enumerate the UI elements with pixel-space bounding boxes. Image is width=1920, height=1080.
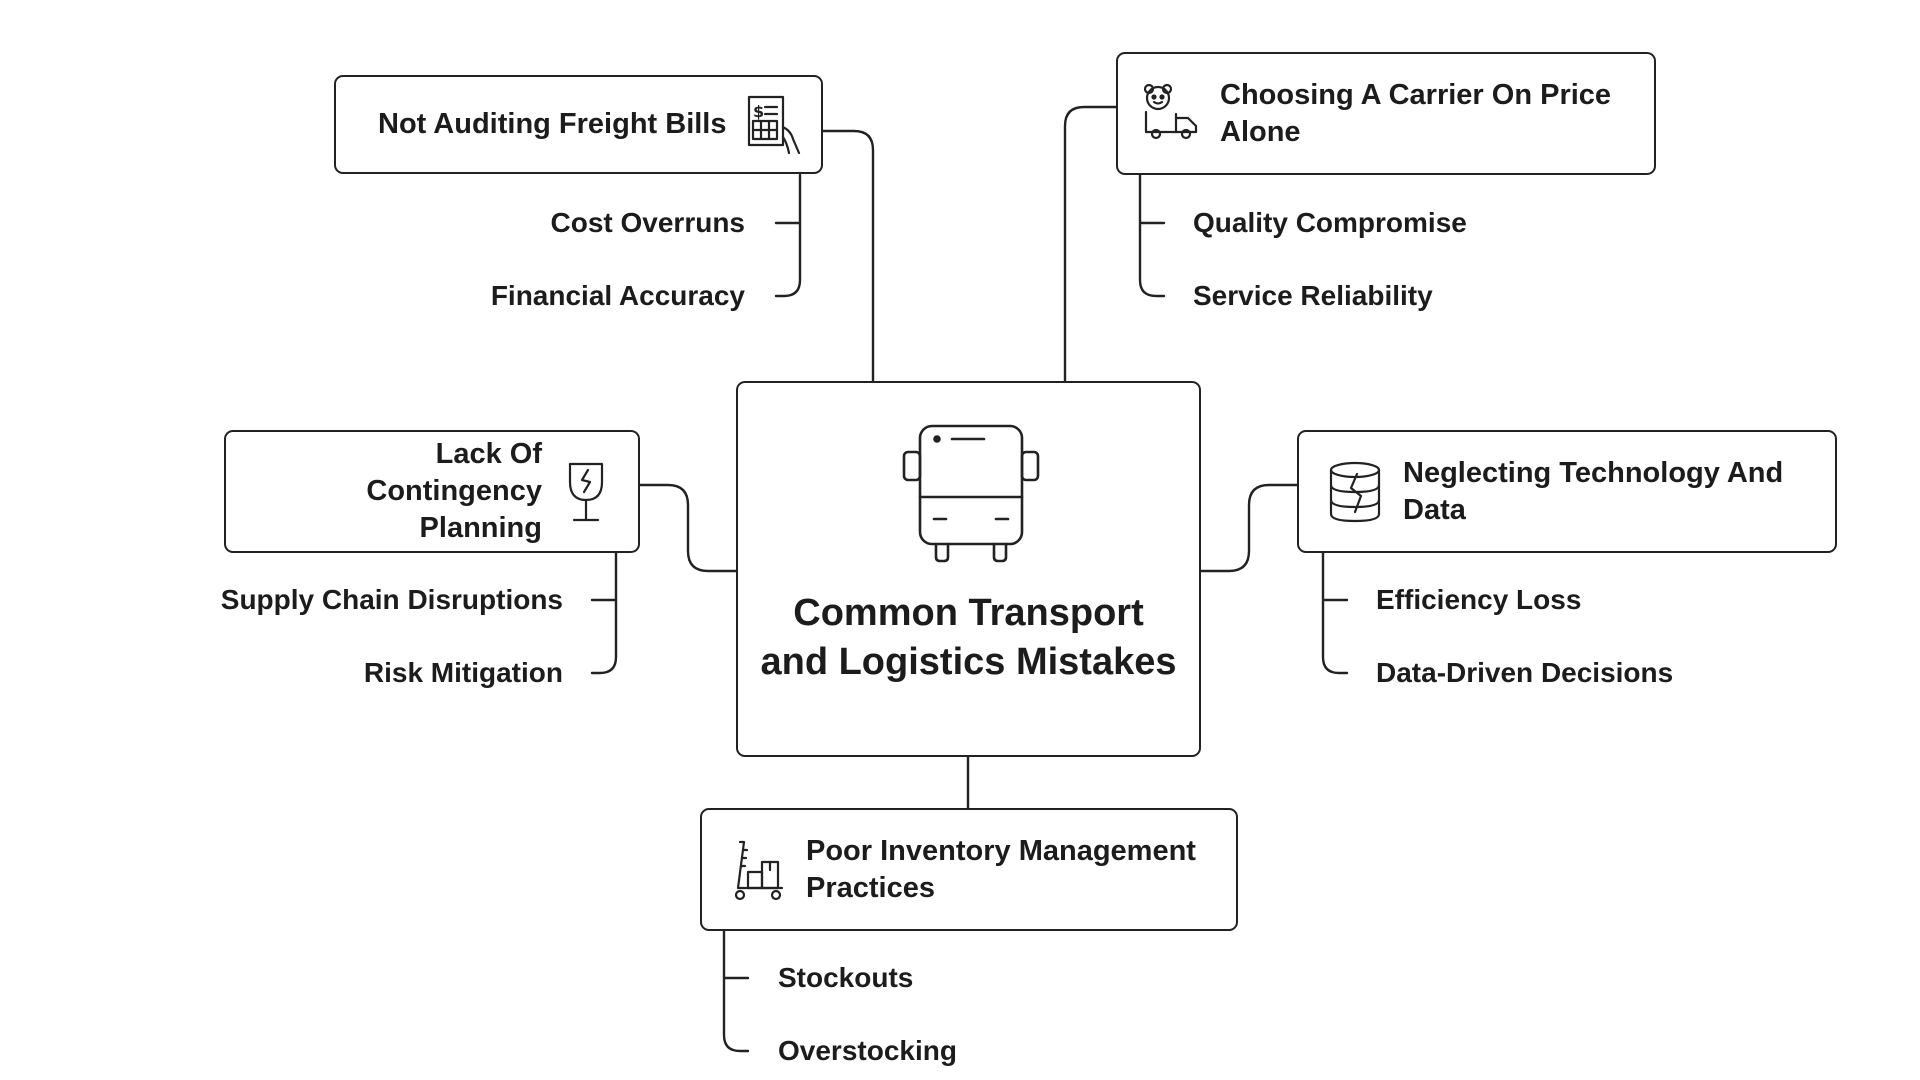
branch-freight: Not Auditing Freight Bills $ [334,75,823,174]
connector-carrier [1063,105,1118,383]
branch-technology: Neglecting Technology And Data [1297,430,1837,553]
inventory-child-stockouts: Stockouts [778,962,914,993]
technology-child-data-driven-decisions: Data-Driven Decisions [1376,657,1674,688]
freight-child-cost-overruns: Cost Overruns [550,207,746,238]
technology-child-efficiency-loss: Efficiency Loss [1376,584,1582,615]
branch-inventory: Poor Inventory Management Practices [700,808,1238,931]
freight-child-financial-accuracy: Financial Accuracy [490,280,745,311]
fragile-glass-icon [564,458,608,526]
connector-freight-children [774,173,802,298]
contingency-child-supply-chain-disruptions: Supply Chain Disruptions [220,584,563,615]
invoice-icon: $ [743,93,803,157]
branch-technology-title: Neglecting Technology And Data [1403,456,1784,526]
connector-freight [821,129,875,383]
center-node: Common Transport and Logistics Mistakes [736,381,1201,757]
branch-carrier: Choosing A Carrier On Price Alone [1116,52,1656,175]
connector-carrier-children [1138,173,1166,298]
hand-truck-icon [730,838,786,902]
branch-contingency: Lack Of Contingency Planning [224,430,640,553]
svg-text:$: $ [753,102,764,121]
carrier-child-quality-compromise: Quality Compromise [1193,207,1467,238]
connector-technology-children [1321,551,1349,675]
branch-contingency-title: Lack Of Contingency Planning [366,438,542,544]
bus-icon [898,421,1043,571]
connector-inventory-children [722,928,750,1053]
connector-technology [1199,483,1299,573]
database-icon [1327,460,1383,524]
inventory-child-overstocking: Overstocking [778,1035,957,1066]
contingency-child-risk-mitigation: Risk Mitigation [363,657,563,688]
branch-carrier-title: Choosing A Carrier On Price Alone [1220,78,1612,148]
branch-inventory-title: Poor Inventory Management Practices [806,834,1196,904]
carrier-child-service-reliability: Service Reliability [1193,280,1433,311]
branch-freight-title: Not Auditing Freight Bills [378,108,727,140]
connector-contingency-children [590,551,618,675]
connector-contingency [638,483,738,573]
center-title: Common Transport and Logistics Mistakes [760,592,1177,683]
carrier-truck-icon [1140,82,1204,146]
